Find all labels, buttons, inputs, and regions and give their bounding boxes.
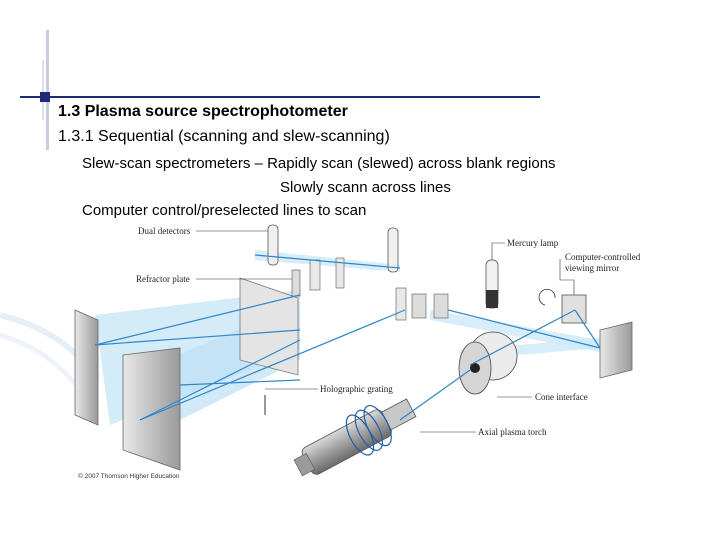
light-ray: [399, 369, 471, 421]
label-mercury-lamp: Mercury lamp: [507, 238, 559, 248]
viewing-mirror: [561, 294, 587, 324]
light-ray: [94, 294, 301, 346]
label-dual-detectors: Dual detectors: [138, 226, 191, 236]
light-ray: [447, 309, 601, 349]
light-ray: [469, 309, 576, 366]
slit-plate: [335, 257, 345, 289]
slit-plate: [309, 259, 321, 291]
light-ray: [574, 309, 601, 349]
decor-line-vertical: [46, 30, 49, 150]
light-ray: [139, 309, 406, 421]
holographic-grating: [239, 277, 299, 376]
copyright-notice: © 2007 Thomson Higher Education: [78, 472, 180, 480]
label-viewing-mirror-line2: viewing mirror: [565, 263, 619, 273]
entrance-slit: [395, 287, 407, 321]
label-axial-plasma-torch: Axial plasma torch: [478, 427, 547, 437]
decor-square: [40, 92, 50, 102]
light-ray: [94, 329, 301, 346]
label-viewing-mirror-line1: Computer-controlled: [565, 252, 641, 262]
light-ray: [179, 379, 301, 386]
body-line-computer-control: Computer control/preselected lines to sc…: [82, 202, 367, 219]
concave-mirror-lower: [122, 347, 181, 471]
mirror-rotation-arrow: [538, 288, 556, 306]
cone-orifice: [470, 363, 480, 373]
background-swoosh: [0, 332, 82, 392]
label-refractor-plate: Refractor plate: [136, 274, 190, 284]
slide-subtitle: 1.3.1 Sequential (scanning and slew-scan…: [58, 128, 390, 145]
flat-mirror-right: [599, 321, 633, 379]
axial-plasma-torch: [293, 398, 417, 477]
body-line-slew-scan: Slew-scan spectrometers – Rapidly scan (…: [82, 155, 556, 172]
decor-line-vertical-light: [42, 60, 44, 120]
light-beam-fill: [430, 310, 600, 352]
concave-mirror-upper: [74, 309, 99, 426]
detector-tube-right: [387, 227, 399, 273]
light-ray: [139, 339, 301, 421]
decor-line-horizontal: [20, 96, 540, 98]
leader-mercury-lamp: [491, 242, 505, 260]
mercury-lamp-base: [486, 290, 498, 308]
prism-element: [433, 293, 449, 319]
label-holographic-grating: Holographic grating: [320, 384, 393, 394]
label-cone-interface: Cone interface: [535, 392, 588, 402]
refractor-plate: [291, 269, 301, 297]
spectrophotometer-diagram: Dual detectors Refractor plate Holograph…: [0, 224, 641, 480]
prism-element: [411, 293, 427, 319]
leader-viewing-mirror: [559, 259, 575, 295]
body-line-slow-scan: Slowly scann across lines: [280, 179, 451, 196]
light-ray: [254, 254, 401, 269]
slide-title: 1.3 Plasma source spectrophotometer: [58, 103, 348, 120]
detector-tube-left: [267, 224, 279, 266]
